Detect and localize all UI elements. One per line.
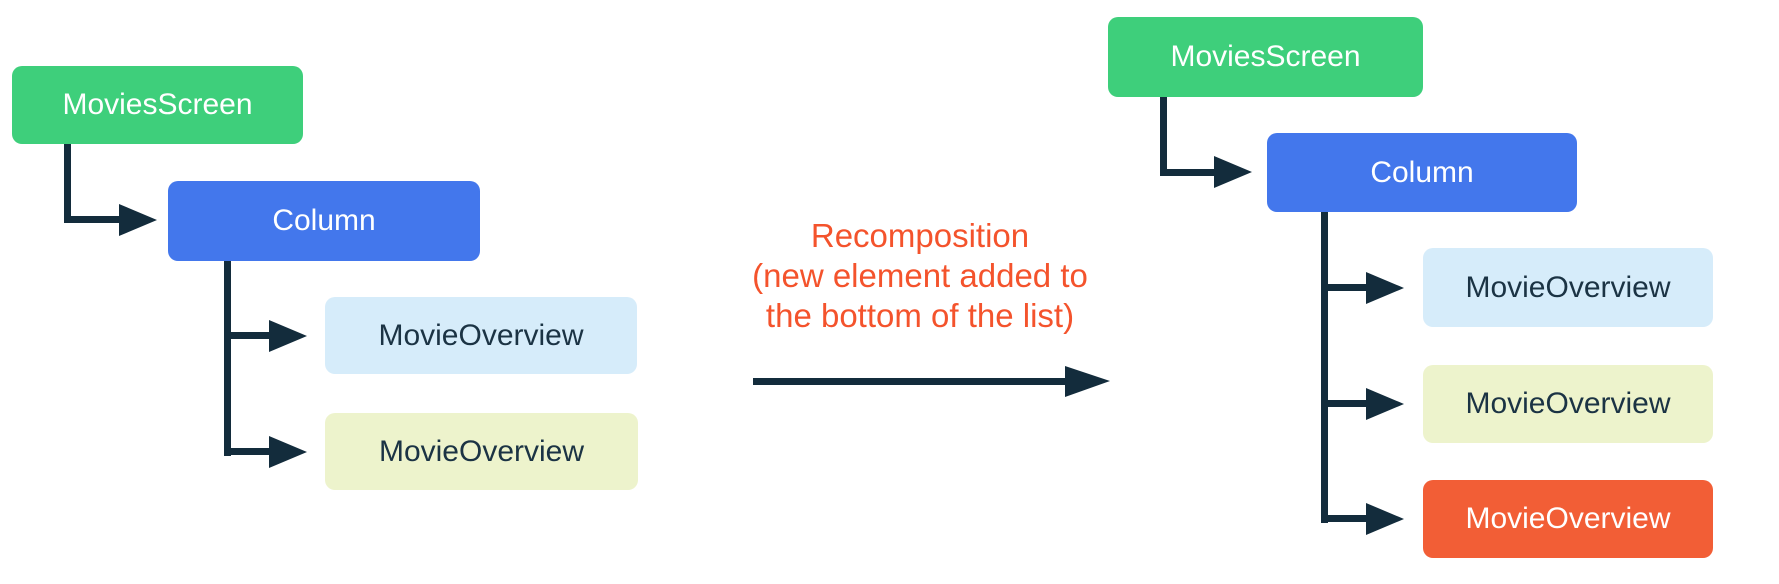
left-movie-overview-node-2: MovieOverview bbox=[325, 413, 638, 490]
right-root-connector-horizontal bbox=[1160, 169, 1214, 176]
left-movies-screen-node: MoviesScreen bbox=[12, 66, 303, 144]
right-column-node: Column bbox=[1267, 133, 1577, 212]
arrow-head-icon bbox=[1366, 272, 1404, 304]
arrow-head-icon bbox=[1214, 156, 1252, 188]
recomposition-arrow-shaft bbox=[753, 378, 1065, 385]
caption-line-1: Recomposition bbox=[810, 217, 1030, 254]
left-root-connector-vertical bbox=[64, 144, 71, 223]
arrow-head-icon bbox=[269, 436, 307, 468]
left-movie-overview-node-1: MovieOverview bbox=[325, 297, 637, 374]
right-column-trunk-line bbox=[1321, 212, 1328, 523]
left-column-trunk-line bbox=[224, 261, 231, 456]
right-movie-overview-node-2: MovieOverview bbox=[1423, 365, 1713, 443]
right-branch-2-line bbox=[1321, 400, 1366, 407]
right-movies-screen-node: MoviesScreen bbox=[1108, 17, 1423, 97]
right-branch-3-line bbox=[1321, 515, 1366, 522]
arrow-head-icon bbox=[269, 320, 307, 352]
left-root-connector-horizontal bbox=[64, 216, 119, 223]
right-branch-1-line bbox=[1321, 284, 1366, 291]
arrow-head-icon bbox=[1065, 366, 1110, 397]
caption-line-3: the bottom of the list) bbox=[765, 297, 1075, 334]
arrow-head-icon bbox=[1366, 503, 1404, 535]
recomposition-caption: Recomposition (new element added to the … bbox=[690, 216, 1150, 336]
arrow-head-icon bbox=[1366, 388, 1404, 420]
left-column-node: Column bbox=[168, 181, 480, 261]
left-branch-1-line bbox=[224, 332, 269, 339]
arrow-head-icon bbox=[119, 204, 157, 236]
right-root-connector-vertical bbox=[1160, 97, 1167, 176]
left-branch-2-line bbox=[224, 448, 269, 455]
caption-line-2: (new element added to bbox=[752, 257, 1088, 294]
right-movie-overview-node-1: MovieOverview bbox=[1423, 248, 1713, 327]
right-movie-overview-node-3-new: MovieOverview bbox=[1423, 480, 1713, 558]
